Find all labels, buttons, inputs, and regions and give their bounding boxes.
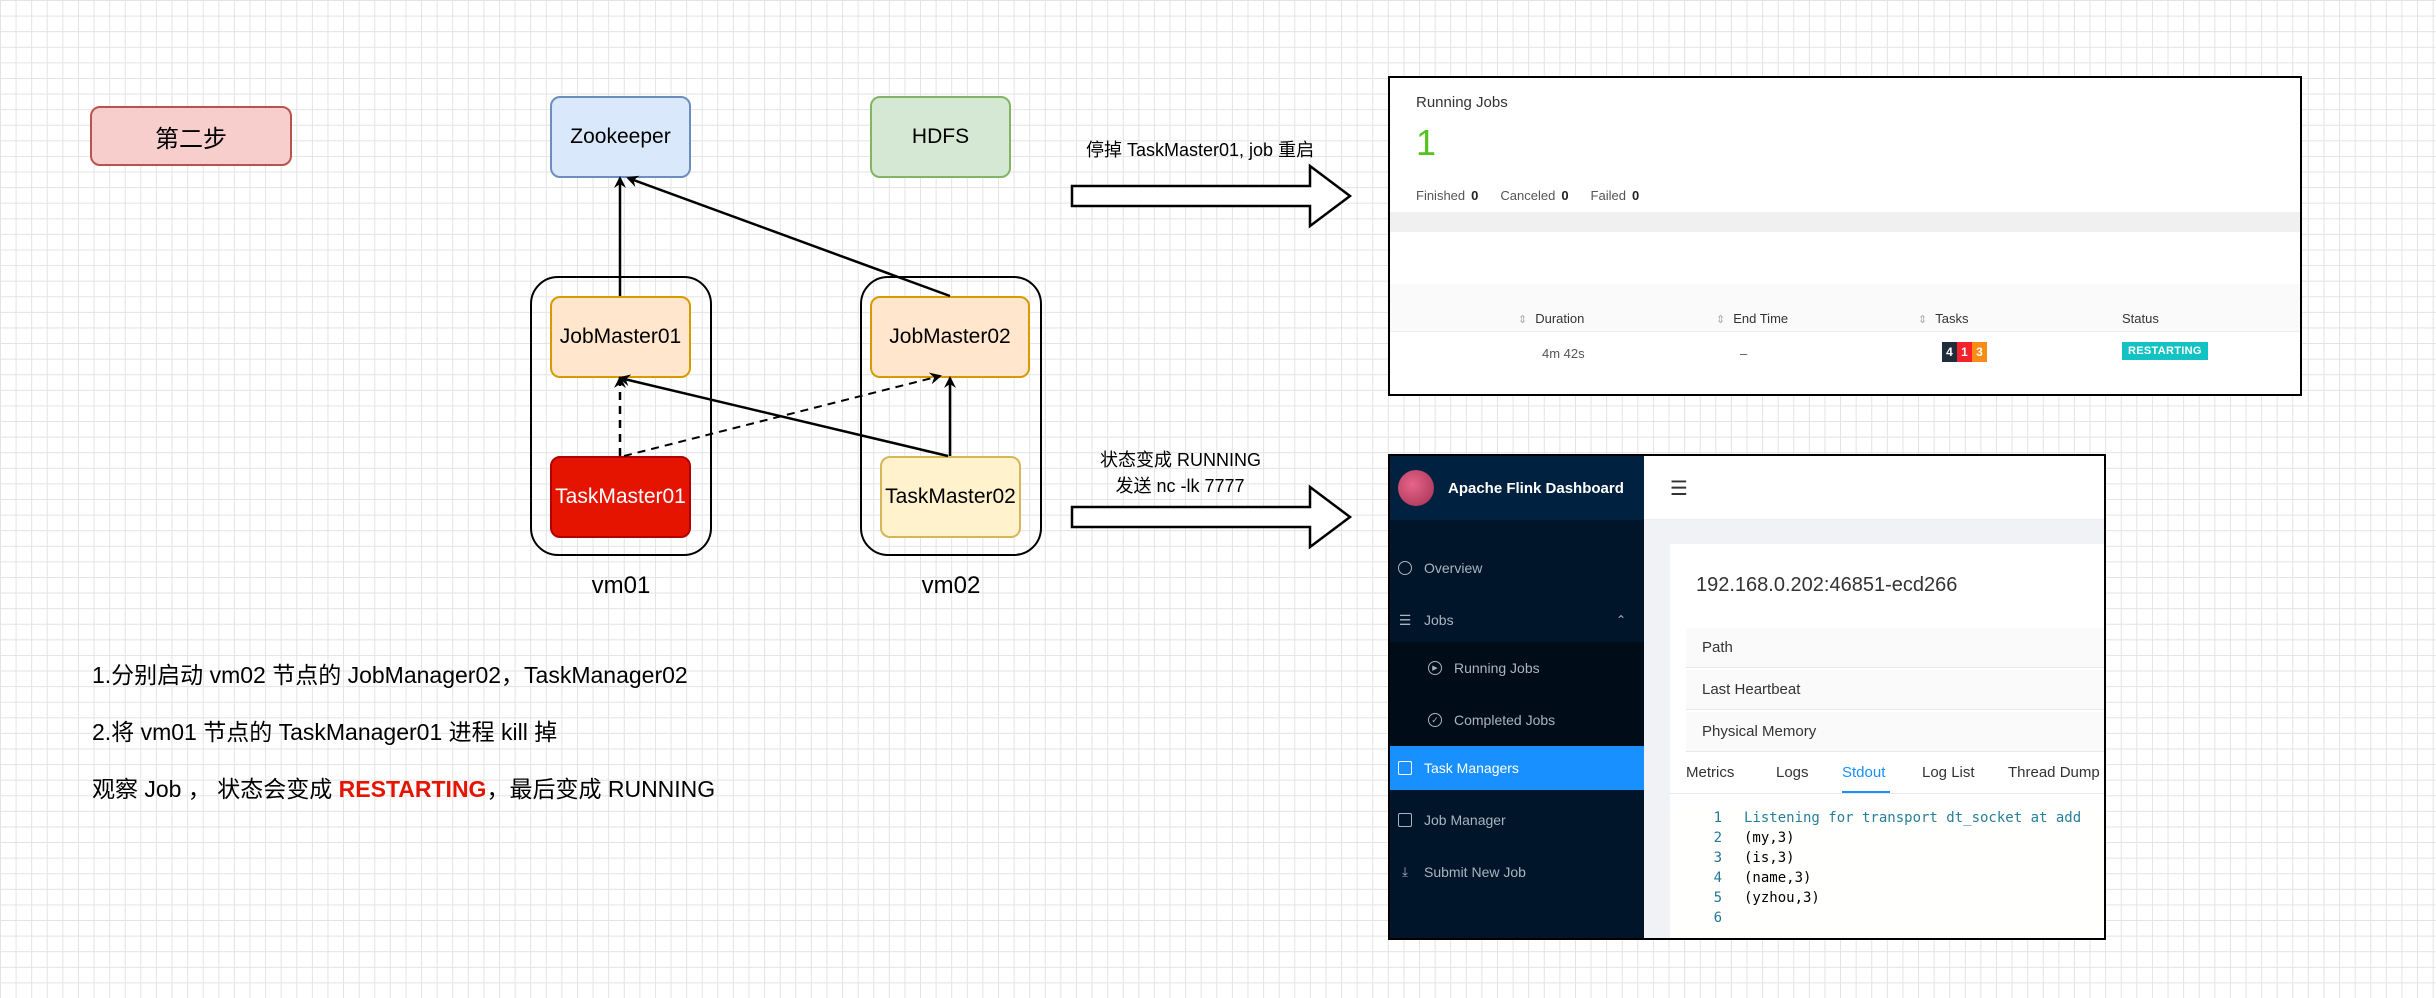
vm02-label: vm02 (921, 572, 981, 599)
code-line: 5(yzhou,3) (1713, 890, 1820, 906)
check-circle-icon: ✓ (1428, 713, 1442, 727)
tab-metrics[interactable]: Metrics (1686, 764, 1735, 781)
sidebar-item-overview[interactable]: Overview (1390, 546, 1644, 590)
note-line1: 1.分别启动 vm02 节点的 JobManager02，TaskManager… (92, 662, 688, 688)
sidebar-item-jobs[interactable]: ☰ Jobs ⌃ (1398, 611, 1626, 629)
code-line: 6 (1713, 910, 1722, 926)
note-line2: 2.将 vm01 节点的 TaskManager01 进程 kill 掉 (92, 719, 558, 745)
code-line: 3(is,3) (1713, 850, 1795, 866)
sidebar-item-job-manager[interactable]: Job Manager (1390, 798, 1644, 842)
arrow-to-dashboard (1070, 484, 1353, 550)
col-end-time[interactable]: ⇕End Time (1716, 311, 1789, 326)
edge-jm2-zk (626, 175, 951, 298)
taskmaster02-node: TaskMaster02 (880, 456, 1021, 538)
sidebar-item-completed-jobs[interactable]: ✓ Completed Jobs (1390, 694, 1644, 746)
upload-icon: ⤓ (1402, 864, 1408, 879)
tab-logs[interactable]: Logs (1776, 764, 1809, 781)
server-icon (1398, 761, 1412, 775)
arrow-label-bottom-line2: 发送 nc -lk 7777 (1115, 476, 1245, 496)
col-tasks[interactable]: ⇕Tasks (1918, 311, 1969, 326)
desc-last-heartbeat: Last Heartbeat (1686, 670, 2104, 710)
taskmanager-tabs: Metrics Logs Stdout Log List Thread Dump (1670, 754, 2104, 794)
brand-name: Apache Flink Dashboard (1448, 479, 1624, 497)
taskmaster01-node: TaskMaster01 (550, 456, 691, 538)
table-toolbar (1390, 212, 2300, 232)
sidebar-item-task-managers[interactable]: Task Managers (1390, 746, 1644, 790)
note-line3-suffix: ，最后变成 RUNNING (486, 776, 716, 802)
play-circle-icon: ▶ (1428, 661, 1442, 675)
chevron-up-icon: ⌃ (1615, 613, 1626, 627)
vm01-label: vm01 (591, 572, 651, 599)
cluster-icon (1398, 813, 1412, 827)
flink-logo-icon (1398, 470, 1434, 506)
flink-dashboard-panel: Apache Flink Dashboard Overview ☰ Jobs ⌃… (1388, 454, 2106, 940)
job-tasks: 4 1 3 (1942, 342, 1987, 362)
running-jobs-title: Running Jobs (1416, 94, 1508, 111)
vm02-container (860, 276, 1042, 556)
running-jobs-count: 1 (1416, 122, 1437, 163)
step-label: 第二步 (90, 106, 292, 166)
tab-log-list[interactable]: Log List (1922, 764, 1975, 781)
task-count-total: 4 (1942, 342, 1957, 362)
note-line3: 观察 Job ， 状态会变成 RESTARTING，最后变成 RUNNING (92, 770, 715, 804)
edge-tm2-jm1 (618, 374, 949, 458)
tab-thread-dump[interactable]: Thread Dump (2008, 764, 2100, 781)
note-line3-highlight: RESTARTING (338, 776, 487, 802)
job-end-time: – (1740, 346, 1748, 361)
brand[interactable]: Apache Flink Dashboard (1390, 456, 1644, 520)
taskmanager-id: 192.168.0.202:46851-ecd266 (1696, 574, 1958, 596)
sort-icon[interactable]: ⇕ (1518, 314, 1528, 326)
menu-fold-icon[interactable]: ☰ (1670, 478, 1688, 500)
arrow-to-running-jobs (1070, 163, 1353, 229)
sort-icon[interactable]: ⇕ (1716, 314, 1726, 326)
hdfs-node: HDFS (870, 96, 1011, 178)
status-badge: RESTARTING (2122, 342, 2208, 360)
edge-tm1-jm2 (623, 372, 942, 457)
desc-physical-memory: Physical Memory (1686, 712, 2104, 752)
dashboard-icon (1398, 561, 1412, 575)
sort-icon[interactable]: ⇕ (1918, 314, 1928, 326)
desc-path: Path (1686, 628, 2104, 668)
arrow-label-bottom-line1: 状态变成 RUNNING (1100, 450, 1261, 470)
zookeeper-node: Zookeeper (550, 96, 691, 178)
sidebar-item-running-jobs[interactable]: ▶ Running Jobs (1390, 642, 1644, 694)
taskmanager-card: 192.168.0.202:46851-ecd266 Path Last Hea… (1670, 544, 2104, 938)
code-line: 4(name,3) (1713, 870, 1812, 886)
list-icon: ☰ (1398, 611, 1412, 628)
job-row[interactable]: 4m 42s – 4 1 3 RESTARTING (1390, 334, 2300, 374)
job-duration: 4m 42s (1542, 346, 1585, 361)
task-count-failed: 1 (1957, 342, 1972, 362)
arrow-label-bottom: 状态变成 RUNNING 发送 nc -lk 7777 (1100, 446, 1261, 498)
col-status: Status (2122, 311, 2159, 326)
task-count-other: 3 (1972, 342, 1987, 362)
sidebar: Apache Flink Dashboard Overview ☰ Jobs ⌃… (1390, 456, 1644, 938)
code-line: 2(my,3) (1713, 830, 1795, 846)
sidebar-item-submit-new-job[interactable]: ⤓ Submit New Job (1390, 850, 1644, 894)
tab-stdout[interactable]: Stdout (1842, 764, 1886, 781)
col-duration[interactable]: ⇕Duration (1518, 311, 1585, 326)
arrow-label-top: 停掉 TaskMaster01, job 重启 (1086, 140, 1315, 160)
active-tab-indicator (1842, 791, 1890, 793)
note-line3-prefix: 观察 Job ， 状态会变成 (92, 776, 339, 802)
jobs-table-header: ⇕Duration ⇕End Time ⇕Tasks Status (1390, 304, 2300, 332)
top-bar: ☰ (1644, 456, 2104, 520)
table-spacer (1390, 284, 2300, 304)
jobmaster01-node: JobMaster01 (550, 296, 691, 378)
